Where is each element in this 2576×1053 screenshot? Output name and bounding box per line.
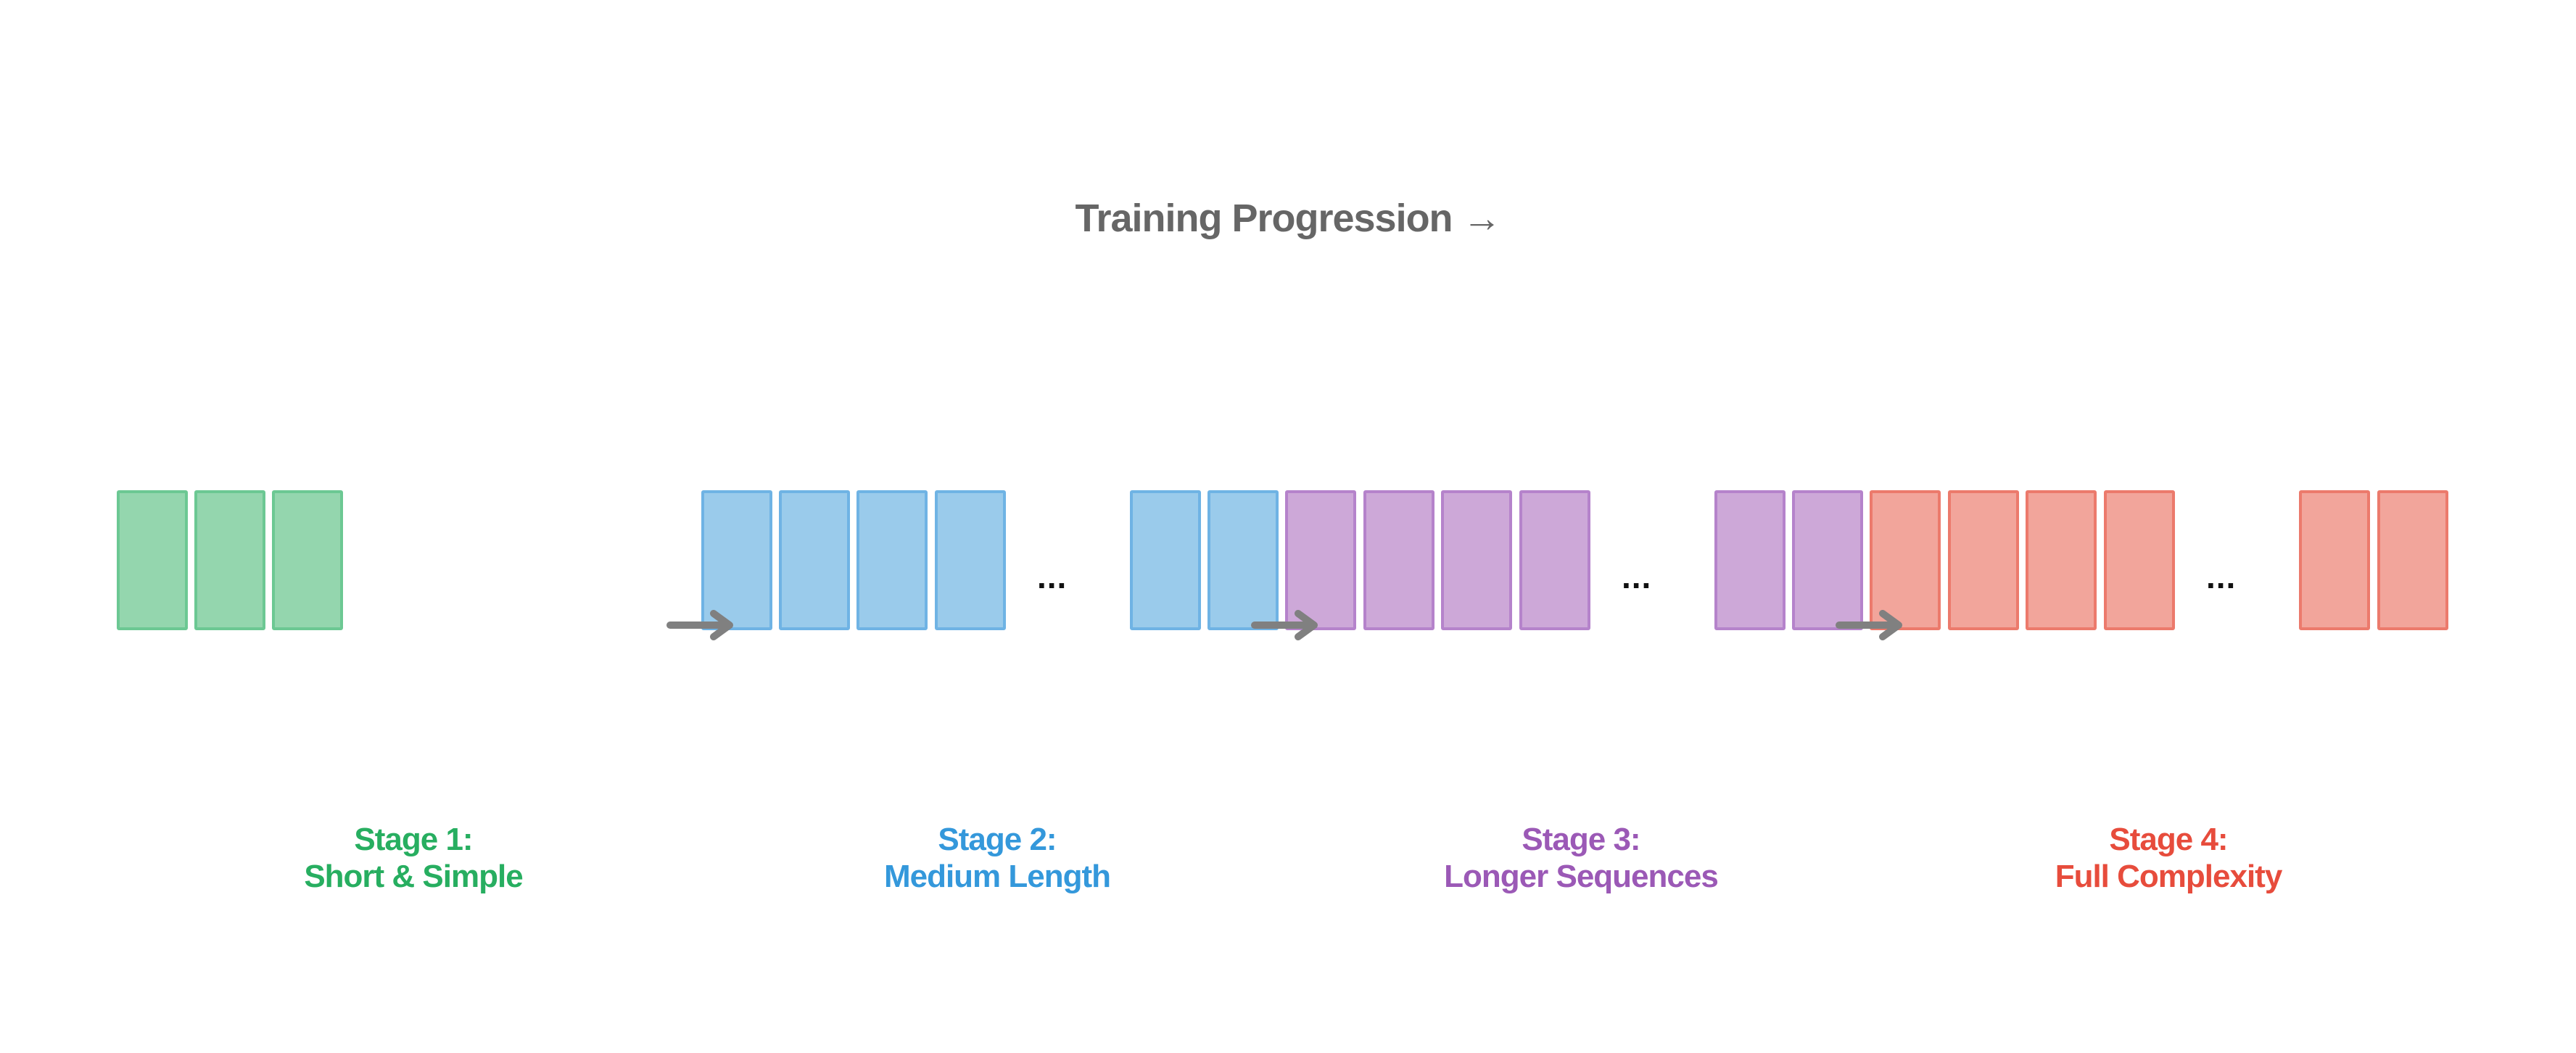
token-block-stage-4 (2026, 490, 2097, 630)
stage-4-title: Stage 4: (2109, 822, 2228, 857)
stage-2-title: Stage 2: (938, 822, 1057, 857)
stage-4-subtitle: Full Complexity (2055, 859, 2283, 894)
token-block-stage-2 (1208, 490, 1279, 630)
stage-3-subtitle: Longer Sequences (1444, 859, 1719, 894)
token-block-stage-3 (1363, 490, 1434, 630)
stage-3-title: Stage 3: (1522, 822, 1640, 857)
stage-2-label: Stage 2: Medium Length (743, 821, 1251, 895)
diagram-title: Training Progression → (1075, 197, 1501, 240)
token-block-stage-4 (2377, 490, 2448, 630)
stage-3-label: Stage 3: Longer Sequences (1327, 821, 1835, 895)
arrow-right-icon (1836, 610, 1902, 640)
token-block-stage-1 (117, 490, 188, 630)
token-block-stage-4 (2104, 490, 2175, 630)
ellipsis: ... (1622, 558, 1652, 595)
token-block-stage-3 (1519, 490, 1590, 630)
token-block-stage-1 (194, 490, 265, 630)
stage-1-label: Stage 1: Short & Simple (160, 821, 667, 895)
token-block-stage-2 (779, 490, 850, 630)
token-block-stage-2 (701, 490, 772, 630)
token-block-stage-3 (1285, 490, 1356, 630)
token-block-stage-3 (1441, 490, 1512, 630)
token-block-stage-4 (1870, 490, 1941, 630)
stage-4-label: Stage 4: Full Complexity (1915, 821, 2422, 895)
stage-1-title: Stage 1: (354, 822, 473, 857)
token-block-stage-2 (1130, 490, 1201, 630)
ellipsis: ... (2206, 558, 2237, 595)
token-block-stage-2 (856, 490, 928, 630)
token-block-stage-3 (1792, 490, 1863, 630)
token-block-stage-1 (272, 490, 343, 630)
stage-1-subtitle: Short & Simple (304, 859, 523, 894)
arrow-right-icon (666, 610, 733, 640)
token-block-stage-4 (1948, 490, 2019, 630)
stage-2-subtitle: Medium Length (883, 859, 1111, 894)
arrow-right-icon (1251, 610, 1318, 640)
ellipsis: ... (1037, 558, 1068, 595)
token-block-stage-2 (935, 490, 1006, 630)
token-block-stage-4 (2299, 490, 2370, 630)
token-block-stage-3 (1714, 490, 1786, 630)
